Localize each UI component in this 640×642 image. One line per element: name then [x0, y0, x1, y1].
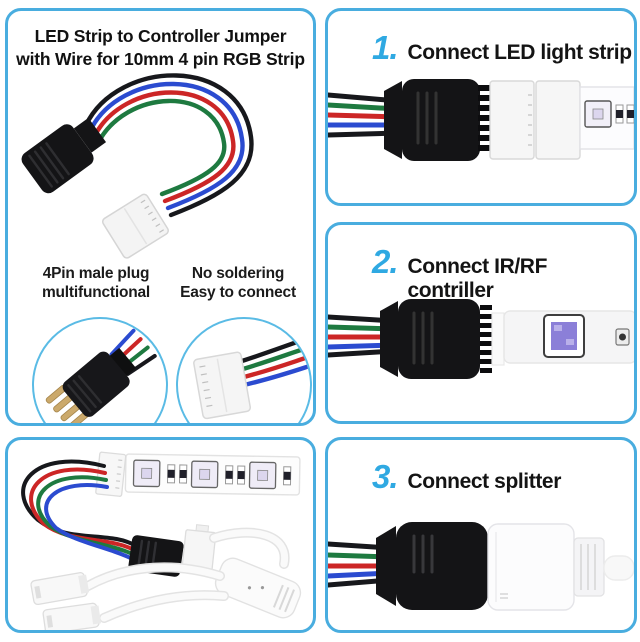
controller-strip	[491, 310, 634, 366]
step-1-number: 1.	[372, 29, 399, 66]
strip-clip	[95, 451, 127, 497]
feature-no-soldering-line1: No soldering	[191, 265, 285, 282]
female-connector-1	[30, 571, 90, 606]
step-2-number: 2.	[372, 243, 399, 280]
gold-pins	[45, 384, 89, 423]
feature-male-plug-line2: multifunctional	[41, 284, 151, 302]
black-connector	[380, 299, 492, 379]
white-clip-connector	[489, 80, 581, 160]
step-2-heading: 2. Connect IR/RF contriller	[372, 243, 634, 303]
product-title-line1: LED Strip to Controller Jumper	[34, 26, 287, 46]
feature-no-soldering-line2: Easy to connect	[180, 284, 296, 302]
clip-connector-circle-badge	[176, 317, 312, 423]
led-strip	[124, 453, 301, 496]
black-connector	[384, 79, 490, 161]
splitter-hub	[214, 557, 302, 619]
clip-connector-photo	[193, 335, 310, 420]
female-connector-2	[42, 602, 101, 630]
splitter-kit-panel	[5, 437, 316, 633]
feature-male-plug-line1: 4Pin male plug	[42, 265, 150, 282]
small-component	[615, 328, 630, 346]
feature-no-soldering: No soldering Easy to connect	[156, 264, 313, 303]
step-3-heading: 3. Connect splitter	[372, 458, 561, 496]
product-title: LED Strip to Controller Jumper with Wire…	[8, 25, 313, 71]
jumper-cable-photo	[21, 73, 254, 259]
intro-panel: LED Strip to Controller Jumper with Wire…	[5, 8, 316, 426]
step-2-label: Connect IR/RF contriller	[407, 255, 548, 302]
step-2-panel: 2. Connect IR/RF contriller	[325, 222, 637, 424]
step-1-photo-connect-led-strip	[328, 79, 634, 161]
step-3-panel: 3. Connect splitter	[325, 437, 637, 633]
step-1-heading: 1. Connect LED light strip	[372, 29, 632, 67]
step-3-number: 3.	[372, 458, 399, 495]
black-connector	[21, 117, 107, 194]
male-plug-photo	[45, 328, 157, 423]
step-3-label: Connect splitter	[407, 470, 562, 493]
jumper-wires	[21, 459, 144, 566]
white-clip-connector	[101, 193, 169, 259]
black-connector	[376, 522, 488, 610]
step-1-label: Connect LED light strip	[407, 41, 633, 64]
feature-male-plug: 4Pin male plug multifunctional	[14, 264, 178, 303]
white-cable	[603, 555, 634, 581]
step-2-photo-connect-controller	[328, 299, 634, 379]
rgb-led-chip	[543, 314, 585, 358]
step-3-photo-connect-splitter	[328, 522, 634, 611]
led-strip	[579, 86, 634, 150]
white-splitter-connector	[487, 523, 605, 611]
splitter-kit-photo	[21, 451, 302, 630]
male-plug-circle-badge	[32, 317, 168, 423]
white-plug	[181, 524, 217, 572]
product-title-line2: with Wire for 10mm 4 pin RGB Strip	[16, 49, 305, 70]
step-1-panel: 1. Connect LED light strip	[325, 8, 637, 206]
jumper-wires	[83, 73, 254, 218]
